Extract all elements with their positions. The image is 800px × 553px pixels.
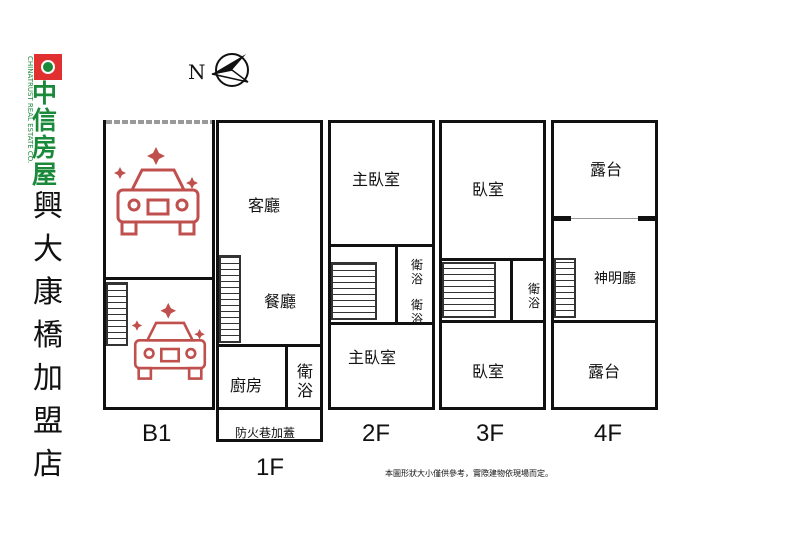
- 4f-railing: [551, 216, 658, 221]
- room-label: 主臥室: [352, 170, 401, 189]
- floor-2f: [328, 120, 435, 410]
- 2f-wall: [395, 244, 398, 324]
- car-icon: [114, 147, 200, 236]
- stairs: [331, 262, 377, 320]
- 2f-wall: [328, 322, 435, 325]
- floor-4f: [551, 120, 658, 410]
- room-label: 衛浴: [528, 282, 541, 310]
- floor-label-b1: B1: [142, 420, 172, 447]
- room-label: 臥室: [472, 180, 505, 199]
- room-label: 露台: [590, 160, 623, 179]
- fire-lane-extension: [216, 407, 323, 442]
- compass-north-label: N: [188, 60, 206, 84]
- floor-label-4f: 4F: [594, 420, 623, 447]
- b1-divider: [103, 277, 215, 280]
- room-label: 衛浴: [297, 362, 314, 400]
- room-label: 神明廳: [594, 271, 636, 287]
- 1f-wall: [216, 344, 323, 347]
- stairs: [442, 262, 496, 318]
- stairs: [106, 282, 128, 346]
- floor-3f: [439, 120, 546, 410]
- floor-label-3f: 3F: [476, 420, 505, 447]
- room-label: 主臥室: [348, 348, 397, 367]
- compass-icon: [211, 53, 249, 87]
- store-title: 興大康橋加盟店: [33, 189, 63, 482]
- garage-door: [106, 120, 212, 124]
- logo: CHINATRUST REAL ESTATE CO. 中信房屋: [18, 52, 98, 188]
- 3f-wall: [439, 320, 546, 323]
- 1f-wall: [285, 344, 288, 408]
- floor-label-2f: 2F: [362, 420, 391, 447]
- floor-label-1f: 1F: [256, 454, 285, 481]
- 3f-wall: [510, 258, 513, 322]
- 4f-wall: [551, 320, 658, 323]
- room-label: 防火巷加蓋: [235, 426, 296, 440]
- room-label: 客廳: [248, 196, 281, 215]
- floor-1f: [216, 120, 323, 410]
- room-label: 臥室: [472, 362, 505, 381]
- stairs: [554, 258, 576, 318]
- stairs: [219, 255, 241, 343]
- room-label: 餐廳: [264, 292, 297, 311]
- logo-name: 中信房屋: [32, 79, 58, 189]
- room-label: 衛浴: [411, 298, 424, 326]
- room-label: 衛浴: [411, 258, 424, 286]
- room-label: 廚房: [230, 376, 263, 395]
- room-label: 露台: [588, 362, 621, 381]
- compass: N: [186, 50, 256, 90]
- disclaimer-note: 本圖形狀大小僅供參考，實際建物依現場而定。: [385, 469, 553, 478]
- logo-mark-icon: [34, 54, 62, 80]
- car-icon: [131, 302, 207, 380]
- 2f-wall: [328, 244, 435, 247]
- 3f-wall: [439, 258, 546, 261]
